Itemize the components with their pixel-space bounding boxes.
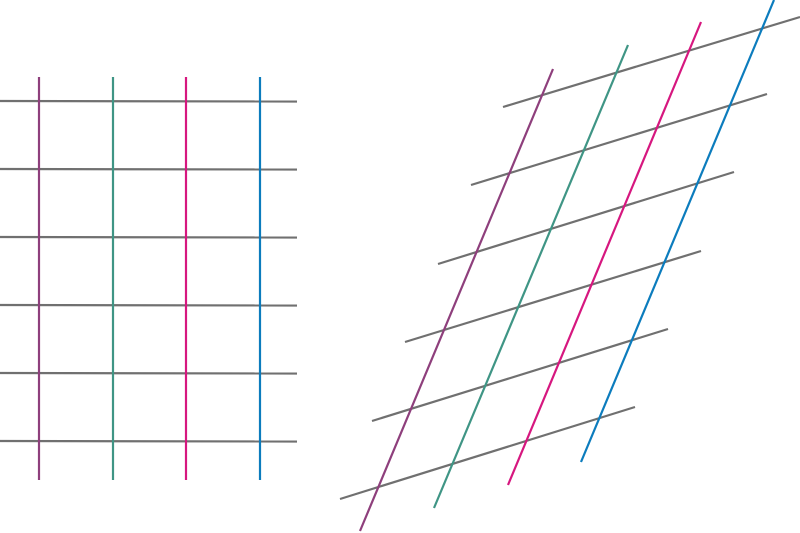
grid-horizontal-line-5 bbox=[0, 371, 298, 375]
sheared-horizontal-line-1 bbox=[502, 15, 800, 109]
rectangular-grid-figure bbox=[0, 77, 298, 480]
grid-horizontal-line-2 bbox=[0, 167, 298, 171]
sheared-slanted-line-4 bbox=[579, 0, 776, 463]
sheared-horizontal-line-3 bbox=[437, 170, 735, 266]
sheared-horizontal-line-6 bbox=[339, 405, 636, 501]
sheared-slanted-line-1 bbox=[358, 68, 555, 532]
grid-horizontal-line-1 bbox=[0, 99, 298, 103]
sheared-slanted-line-3 bbox=[506, 21, 703, 486]
sheared-grid-figure bbox=[339, 0, 800, 532]
grid-horizontal-line-6 bbox=[0, 439, 298, 443]
grid-horizontal-line-4 bbox=[0, 303, 298, 307]
sheared-horizontal-line-2 bbox=[470, 92, 768, 187]
sheared-horizontal-line-5 bbox=[371, 327, 669, 423]
sheared-slanted-line-2 bbox=[432, 44, 630, 509]
grid-horizontal-line-3 bbox=[0, 235, 298, 239]
sheared-horizontal-line-4 bbox=[404, 249, 702, 344]
